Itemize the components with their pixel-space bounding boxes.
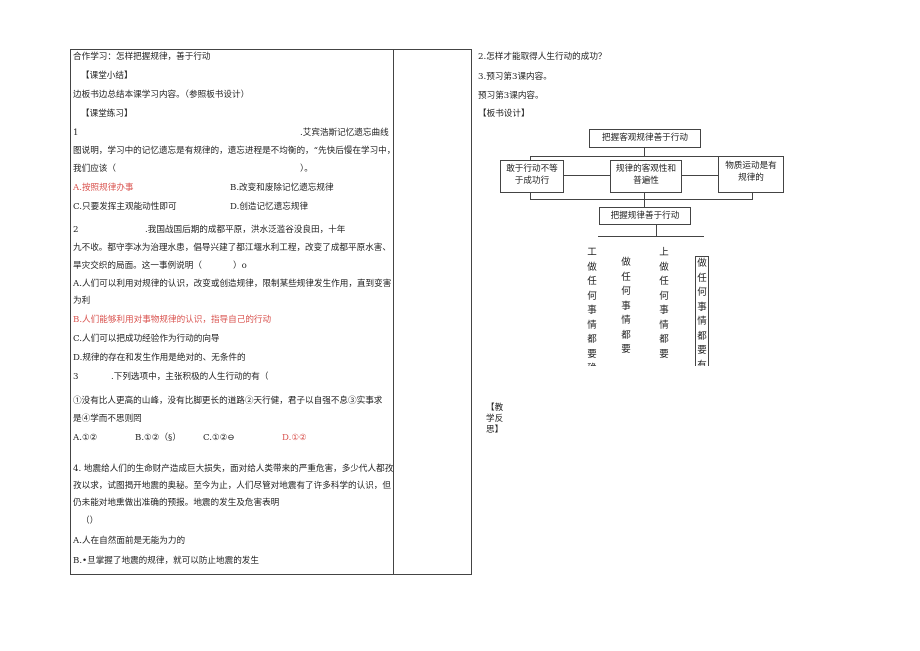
q1-option-d: D.创造记忆遗忘规律: [230, 202, 309, 212]
left-table-border: [70, 49, 472, 575]
q1-text-c: 我们应该（: [73, 164, 116, 174]
q3-option-d: D.①②: [282, 433, 307, 443]
teaching-reflection-heading: 【教学反思】: [486, 403, 504, 435]
table-column-divider: [393, 49, 394, 575]
connector-bottom-down: [644, 192, 645, 207]
connector-bottom-horizontal: [530, 199, 752, 200]
coop-study-line: 合作学习：怎样把握规律，善于行动: [73, 52, 211, 62]
q2-option-a-cont: 为利: [73, 296, 91, 306]
q4-text-c: 仍未能对地熏做出准确的预报。地震的发生及危害表明: [73, 498, 280, 508]
right-preview-1: 3.预习第3课内容。: [478, 72, 552, 82]
q3-option-a: A.①②: [73, 433, 98, 443]
exercise-heading: 【课堂练习】: [81, 109, 133, 119]
q2-option-c: C.人们可以把成功经验作为行动的向导: [73, 334, 220, 344]
q1-number: 1: [73, 128, 79, 138]
vertical-column-3: 上做任何事情都要有: [659, 247, 669, 358]
q2-text-a: .我国战国后期的成都平原，洪水泛滥谷没良田，十年: [145, 225, 346, 235]
q2-option-a: A.人们可以利用对规律的认识，改变或创造规律，限制某些规律发生作用，直到变害: [73, 279, 392, 289]
q3-option-c: C.①②⊖: [203, 433, 235, 443]
q4-option-b: B.•旦掌握了地震的规律，就可以防止地震的发生: [73, 556, 259, 566]
q2-text-c: 旱灾交织的局面。这一事例说明（: [73, 261, 202, 271]
q2-option-b: B.人们能够利用对事物规律的认识，指导自己的行动: [73, 315, 272, 325]
q1-option-c: C.只要发挥主观能动性即可: [73, 202, 177, 212]
vertical-column-4: 做任何事情都要有始: [695, 256, 709, 366]
q4-text-d: （）: [81, 516, 99, 526]
q4-text-b: 孜以求，试图揭开地震的奥秘。至今为止，人们尽管对地震有了许多科学的认识，但: [73, 481, 391, 491]
q3-text-a: .下列选项中，主张积极的人生行动的有（: [111, 372, 269, 382]
q3-text-b: ①没有比人更高的山峰，没有比脚更长的道路②天行健，君子以自强不息③实事求: [73, 396, 383, 406]
q1-text-a: .艾宾浩斯记忆遗忘曲线: [300, 128, 389, 138]
vertical-column-1: 工做任何事情都要确定: [587, 247, 597, 366]
q1-option-b: B.改变和废除记忆遗忘规律: [230, 183, 334, 193]
connector-top-horizontal: [530, 156, 752, 157]
right-question-2: 2.怎样才能取得人生行动的成功？: [478, 52, 607, 62]
right-preview-2: 预习第3课内容。: [478, 91, 544, 101]
connector-mid-right: [682, 175, 718, 176]
q2-text-b: 九不收。都守李冰为治理水患，倡导兴建了都江堰水利工程，改变了成都平原水害、: [73, 243, 391, 253]
q3-number: 3: [73, 372, 79, 382]
summary-heading: 【课堂小结】: [81, 71, 133, 81]
connector-top-down: [644, 148, 645, 156]
diagram-top-box: 把握客观规律善于行动: [589, 129, 701, 148]
q2-number: 2: [73, 225, 79, 235]
connector-branch-down: [656, 225, 657, 237]
diagram-right-box: 物质运动是有规律的: [718, 156, 784, 193]
board-design-heading: 【板书设计】: [478, 109, 530, 119]
connector-left-drop: [530, 156, 531, 161]
diagram-left-box: 敢于行动不等于成功行: [500, 160, 564, 193]
diagram-bottom-box: 把握规律善于行动: [599, 207, 691, 225]
diagram-middle-box: 规律的客观性和普遍性: [610, 160, 682, 193]
q2-option-d: D.规律的存在和发生作用是绝对的、无条件的: [73, 353, 246, 363]
connector-mid-left: [564, 175, 610, 176]
q2-text-c2: ）o: [233, 261, 247, 271]
connector-right-up: [752, 193, 753, 200]
q1-option-a: A.按照规律办事: [73, 183, 134, 193]
branch-bar: [598, 236, 704, 237]
q4-option-a: A.人在自然面前是无能为力的: [73, 536, 186, 546]
q4-text-a: 4. 地震给人们的生命财产造成巨大损失，面对给人类带来的严重危害，多少代人都孜: [73, 464, 394, 474]
connector-left-up: [530, 193, 531, 200]
q3-text-c: 是④学而不思则罔: [73, 414, 142, 424]
q1-text-b: 图说明，学习中的记忆遗忘是有规律的，遗忘进程是不均衡的，“先快后慢在学习中，: [73, 146, 396, 156]
summary-text: 边板书边总结本课学习内容。（参照板书设计）: [73, 90, 250, 100]
q3-option-b: B.①②（§）: [135, 433, 181, 443]
q1-text-c2: ）。: [300, 164, 313, 174]
